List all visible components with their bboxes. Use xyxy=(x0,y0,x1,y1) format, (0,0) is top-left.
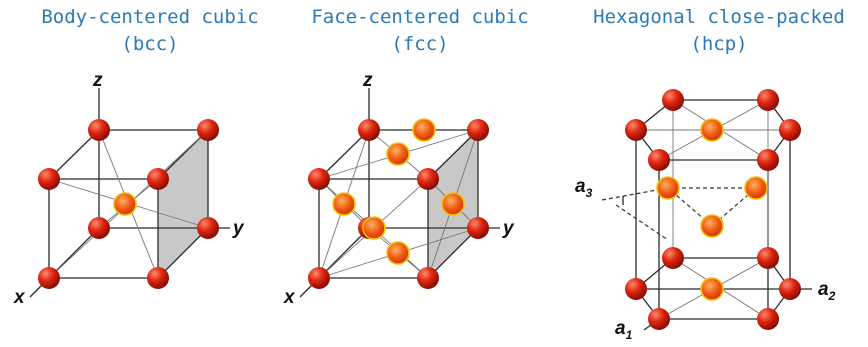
hcp-corner-atom xyxy=(662,89,684,111)
bcc-x-label: x xyxy=(13,287,26,308)
hcp-corner-atom xyxy=(625,278,647,300)
hcp-title-abbrev: (hcp) xyxy=(690,33,748,55)
fcc-corner-atom xyxy=(417,168,439,190)
bcc-corner-atom xyxy=(147,267,169,289)
hcp-corner-atom xyxy=(757,149,779,171)
hcp-diagram: a3 a2 a1 xyxy=(575,89,836,342)
fcc-face-atom xyxy=(441,192,465,216)
fcc-title: Face-centered cubic (fcc) xyxy=(270,4,570,58)
bcc-corner-atom xyxy=(147,168,169,190)
hcp-face-center-atom xyxy=(700,118,724,142)
hcp-middle-atom xyxy=(656,176,680,200)
fcc-cube-edges xyxy=(318,129,479,279)
fcc-x-label: x xyxy=(283,287,296,308)
bcc-corner-atom xyxy=(197,119,219,141)
hcp-corner-atom xyxy=(757,89,779,111)
hcp-corner-atom xyxy=(662,247,684,269)
hcp-title-name: Hexagonal close-packed xyxy=(593,6,845,28)
hcp-corner-atom xyxy=(779,119,801,141)
hcp-title: Hexagonal close-packed (hcp) xyxy=(570,4,868,58)
bcc-title-abbrev: (bcc) xyxy=(121,33,179,55)
hcp-corner-atom xyxy=(779,278,801,300)
hcp-middle-atom xyxy=(744,176,768,200)
hcp-corner-atom xyxy=(625,119,647,141)
bcc-corner-atom xyxy=(38,267,60,289)
fcc-face-atom xyxy=(412,118,436,142)
fcc-corner-atom xyxy=(467,119,489,141)
bcc-corner-atom xyxy=(88,217,110,239)
fcc-face-atom xyxy=(362,216,386,240)
fcc-title-abbrev: (fcc) xyxy=(391,33,449,55)
bcc-corner-atom xyxy=(197,217,219,239)
bcc-diagram: z y x xyxy=(13,70,245,308)
bcc-center-atom xyxy=(113,192,137,216)
fcc-title-name: Face-centered cubic xyxy=(311,6,529,28)
fcc-z-label: z xyxy=(362,70,373,91)
fcc-corner-atom xyxy=(308,168,330,190)
bcc-z-label: z xyxy=(92,70,103,91)
fcc-corner-atom xyxy=(417,267,439,289)
fcc-face-atom xyxy=(332,192,356,216)
hcp-corner-atom xyxy=(757,308,779,330)
bcc-corner-atom xyxy=(38,168,60,190)
fcc-corner-atom xyxy=(358,119,380,141)
hcp-corner-atom xyxy=(757,247,779,269)
hcp-a3-label: a3 xyxy=(575,176,593,200)
bcc-title-name: Body-centered cubic xyxy=(41,6,259,28)
hcp-face-center-atom xyxy=(700,277,724,301)
fcc-corner-atom xyxy=(308,267,330,289)
hcp-a1-label: a1 xyxy=(615,318,633,342)
fcc-corner-atom xyxy=(467,217,489,239)
hcp-a2-label: a2 xyxy=(818,279,836,303)
hcp-corner-atom xyxy=(648,308,670,330)
fcc-face-atom xyxy=(386,241,410,265)
fcc-y-label: y xyxy=(502,218,515,239)
bcc-shaded-face xyxy=(157,129,209,279)
bcc-y-label: y xyxy=(232,218,245,239)
hcp-middle-atom xyxy=(700,214,724,238)
fcc-face-atom xyxy=(386,142,410,166)
bcc-corner-atom xyxy=(88,119,110,141)
hcp-corner-atom xyxy=(648,149,670,171)
fcc-diagram: z y x xyxy=(283,70,515,308)
bcc-title: Body-centered cubic (bcc) xyxy=(0,4,300,58)
